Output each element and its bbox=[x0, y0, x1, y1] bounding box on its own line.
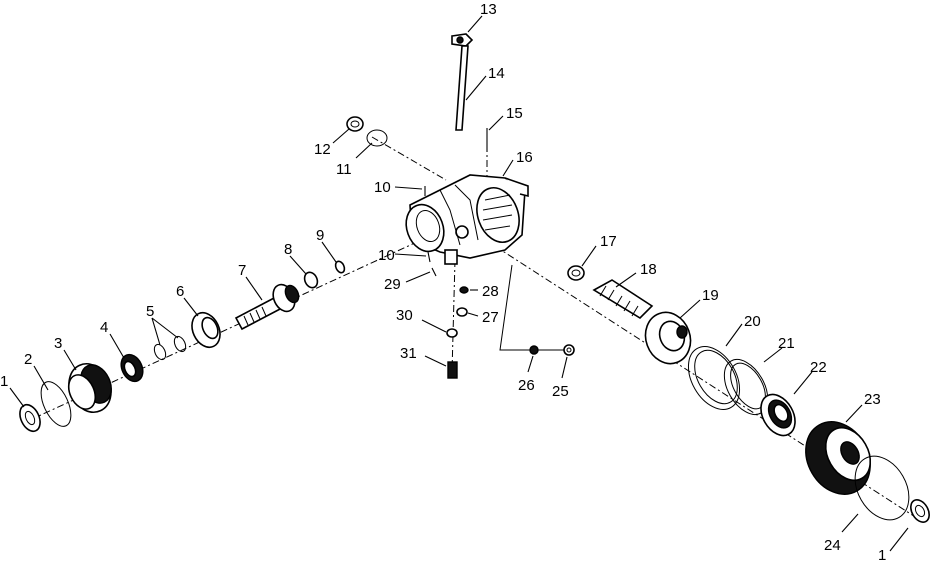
part-9-washer bbox=[334, 260, 346, 274]
callout-20: 20 bbox=[744, 313, 761, 330]
callout-17: 17 bbox=[600, 233, 617, 250]
callout-13: 13 bbox=[480, 1, 497, 18]
callout-3: 3 bbox=[54, 335, 62, 352]
callout-10-upper: 10 bbox=[374, 179, 391, 196]
callout-9: 9 bbox=[316, 227, 324, 244]
part-24-oring-right bbox=[854, 455, 910, 521]
part-25-plug bbox=[563, 344, 575, 356]
callout-7: 7 bbox=[238, 262, 246, 279]
part-19-flange bbox=[644, 311, 692, 365]
part-28-washer bbox=[459, 286, 469, 294]
part-13-vent-fitting bbox=[451, 33, 474, 47]
part-27-plug bbox=[456, 307, 468, 317]
part-30-washer bbox=[446, 328, 458, 338]
callout-12: 12 bbox=[314, 141, 331, 158]
part-14-vent-hose bbox=[455, 45, 469, 131]
callout-26: 26 bbox=[518, 377, 535, 394]
callout-23: 23 bbox=[864, 391, 881, 408]
callout-11: 11 bbox=[336, 161, 352, 178]
part-17-seal bbox=[567, 265, 585, 281]
part-7-pinion-shaft bbox=[234, 283, 300, 331]
part-29-pin bbox=[431, 267, 437, 277]
part-5-snap-rings bbox=[153, 335, 187, 361]
callout-19: 19 bbox=[702, 287, 719, 304]
callout-21: 21 bbox=[778, 335, 795, 352]
callout-30: 30 bbox=[396, 307, 413, 324]
part-31-bolt bbox=[447, 361, 458, 379]
part-3-bearing-housing bbox=[67, 363, 112, 413]
callout-18: 18 bbox=[640, 261, 657, 278]
part-26-washer bbox=[529, 345, 539, 355]
part-10-dowel-lower bbox=[427, 251, 431, 263]
part-16-gearcase-housing bbox=[405, 174, 529, 265]
callout-31: 31 bbox=[400, 345, 417, 362]
callout-2: 2 bbox=[24, 351, 32, 368]
part-23-ring-gear bbox=[805, 421, 872, 495]
part-18-output-shaft bbox=[592, 279, 654, 320]
callout-27: 27 bbox=[482, 309, 499, 326]
callout-14: 14 bbox=[488, 65, 505, 82]
part-2-oring-left bbox=[40, 381, 72, 427]
callout-1-left: 1 bbox=[0, 373, 8, 390]
callout-5: 5 bbox=[146, 303, 154, 320]
callout-10-lower: 10 bbox=[378, 247, 395, 264]
part-11-oring-top bbox=[366, 129, 388, 147]
part-12-seal-top bbox=[346, 116, 364, 132]
part-1-washer-left bbox=[19, 403, 41, 433]
part-4-bearing bbox=[120, 353, 144, 383]
callout-15: 15 bbox=[506, 105, 523, 122]
callout-6: 6 bbox=[176, 283, 184, 300]
callout-8: 8 bbox=[284, 241, 292, 258]
callout-4: 4 bbox=[100, 319, 108, 336]
callout-25: 25 bbox=[552, 383, 569, 400]
part-22-bearing bbox=[760, 393, 796, 437]
callout-29: 29 bbox=[384, 276, 401, 293]
callout-22: 22 bbox=[810, 359, 827, 376]
part-8-bushing bbox=[303, 271, 319, 289]
callout-1-right: 1 bbox=[878, 547, 886, 562]
callout-labels: 1 2 3 4 5 6 7 8 9 10 10 29 12 11 13 14 1… bbox=[0, 1, 886, 562]
leader-lines bbox=[9, 15, 909, 552]
callout-28: 28 bbox=[482, 283, 499, 300]
part-1-washer-right bbox=[910, 499, 930, 523]
callout-16: 16 bbox=[516, 149, 533, 166]
callout-24: 24 bbox=[824, 537, 841, 554]
part-6-seal bbox=[191, 311, 221, 349]
